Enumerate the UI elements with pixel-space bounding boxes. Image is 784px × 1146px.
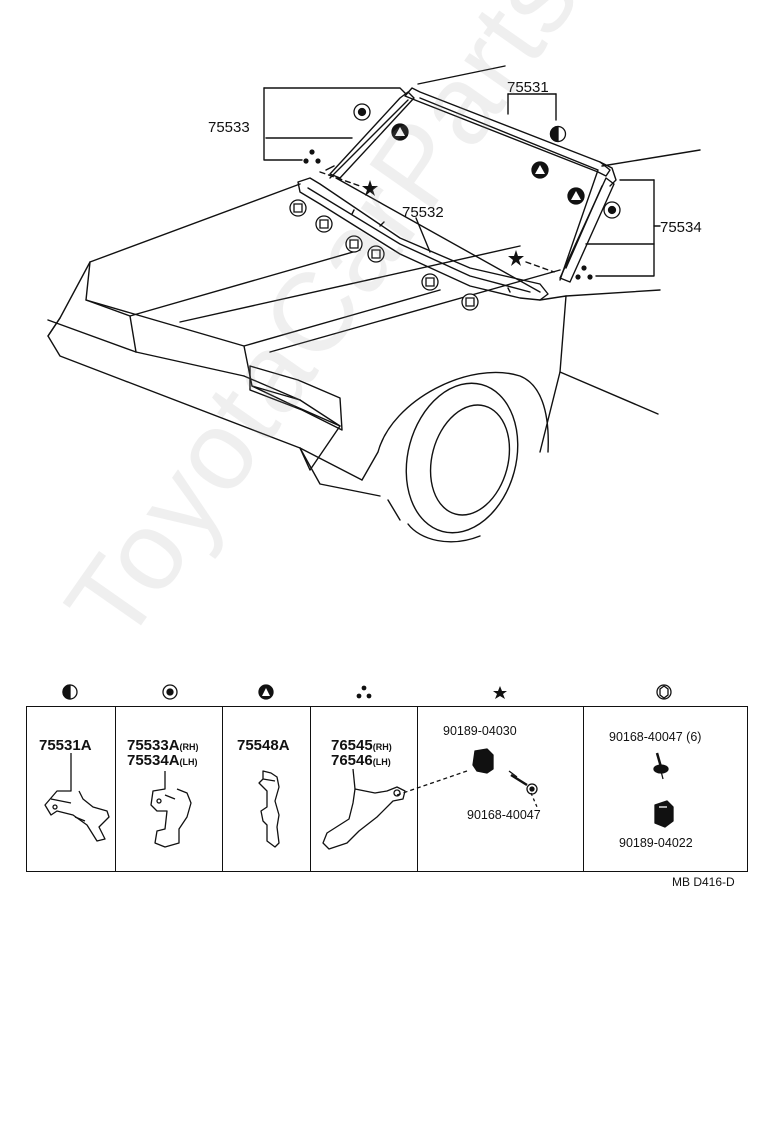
part-75533A: 75533A(RH)	[127, 737, 199, 754]
clip-90189-04030	[472, 748, 494, 774]
three-dots-marker	[575, 265, 593, 280]
hexagon-circle-icon	[656, 684, 672, 700]
hook-76545	[322, 768, 406, 850]
callout-75534: 75534	[660, 219, 702, 236]
callout-75533: 75533	[208, 119, 250, 136]
hex-marker	[315, 215, 333, 233]
code-90189-04022: 90189-04022	[619, 836, 693, 850]
star-marker	[508, 250, 524, 266]
code-90168-40047-6: 90168-40047 (6)	[609, 730, 702, 744]
part-76546: 76546(LH)	[331, 752, 391, 769]
divider	[310, 707, 311, 871]
half-circle-icon	[62, 684, 78, 700]
hex-marker	[421, 273, 439, 291]
triangle-circle-icon	[258, 684, 274, 700]
divider	[222, 707, 223, 871]
part-75531A: 75531A	[39, 737, 92, 754]
star-icon	[493, 686, 507, 699]
clip-90189-04022	[654, 800, 674, 828]
bracket-75533A	[150, 771, 192, 848]
legend-part-drawings	[44, 748, 674, 850]
callout-75532: 75532	[402, 204, 444, 221]
part-75548A: 75548A	[237, 737, 290, 754]
triangle-marker	[567, 187, 585, 205]
divider	[417, 707, 418, 871]
hex-marker	[461, 293, 479, 311]
divider	[583, 707, 584, 871]
legend-symbols	[62, 684, 672, 700]
three-dots-marker	[303, 149, 321, 164]
hex-marker	[367, 245, 385, 263]
parts-legend-table: 75531A 75533A(RH) 75534A(LH) 75548A 7654…	[26, 706, 748, 872]
star-marker	[362, 180, 378, 196]
code-90168-40047: 90168-40047	[467, 808, 541, 822]
hex-marker	[289, 199, 307, 217]
ring-icon	[162, 684, 178, 700]
screw-90168-40047-6	[653, 752, 669, 780]
diagram-code: MB D416-D	[672, 875, 735, 889]
triangle-marker	[391, 123, 409, 141]
screw-90168-40047	[508, 770, 538, 795]
triangle-marker	[531, 161, 549, 179]
part-76545: 76545(RH)	[331, 737, 392, 754]
windshield-moulding-diagram	[47, 65, 701, 543]
part-75534A: 75534A(LH)	[127, 752, 198, 769]
callout-75531: 75531	[507, 79, 549, 96]
code-90189-04030: 90189-04030	[443, 724, 517, 738]
half-circle-marker	[549, 125, 567, 143]
bracket-75531A	[44, 753, 110, 842]
ring-marker	[353, 103, 371, 121]
clip-75548A	[258, 770, 280, 848]
divider	[115, 707, 116, 871]
ring-marker	[603, 201, 621, 219]
three-dots-icon	[356, 685, 372, 699]
hex-marker	[345, 235, 363, 253]
